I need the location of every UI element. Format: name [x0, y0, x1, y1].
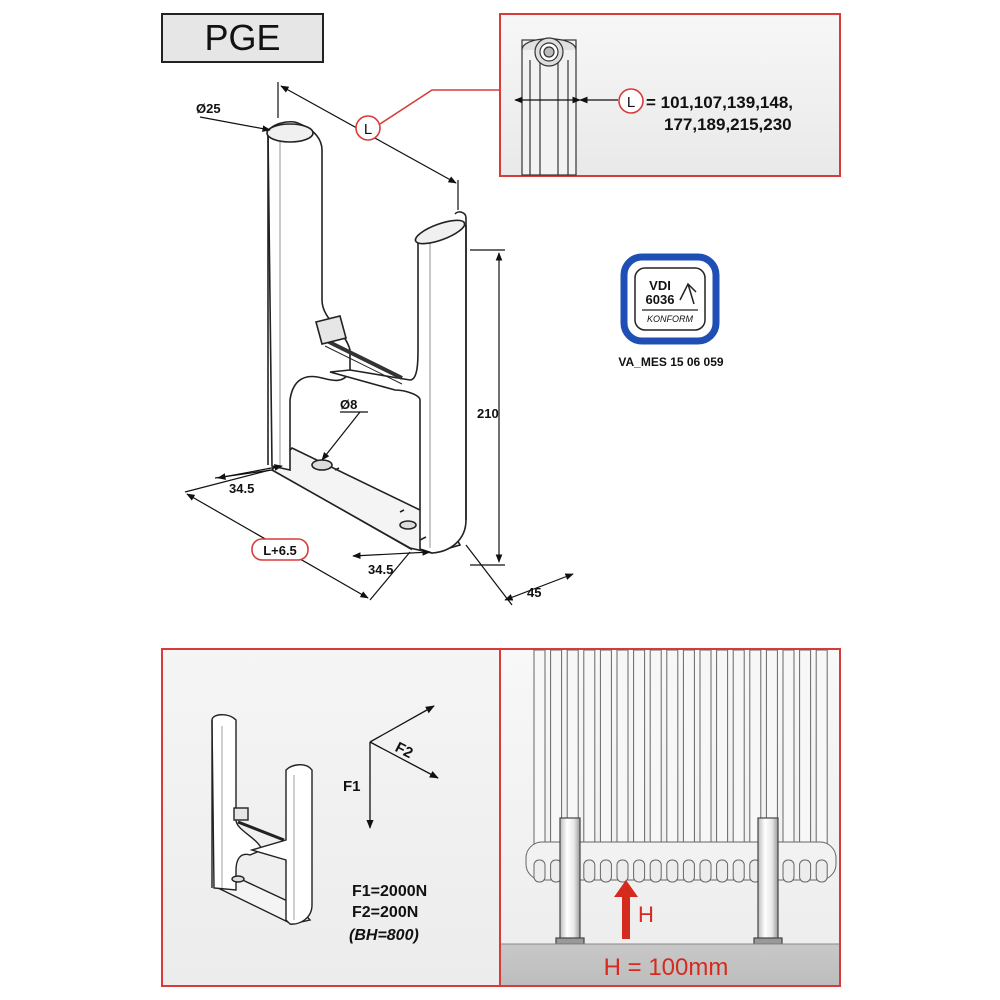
radiator-column — [583, 649, 596, 851]
radiator-column — [716, 649, 729, 851]
f2-value: F2=200N — [352, 904, 418, 921]
L-marker-text: L — [364, 121, 372, 138]
L-values-line1: = 101,107,139,148, — [646, 93, 793, 112]
radiator-column — [815, 649, 828, 851]
bracket-small-drawing — [211, 714, 313, 925]
support-legs — [555, 817, 783, 945]
vdi-badge-line3: KONFORM — [647, 314, 694, 324]
h-label: H — [638, 902, 654, 927]
radiator-column — [799, 649, 812, 851]
radiator-column — [666, 649, 679, 851]
diameter-tube-label: Ø25 — [196, 101, 221, 116]
radiator-column — [533, 649, 546, 851]
floor — [501, 944, 839, 985]
vdi-badge — [620, 253, 720, 345]
radiator-column-end — [599, 859, 612, 883]
radiator-column — [649, 649, 662, 851]
L-marker-main — [355, 89, 500, 141]
radiator-column-end — [782, 859, 795, 883]
radiator-top-view — [514, 37, 618, 176]
vdi-badge-line1: VDI — [649, 278, 671, 293]
f1-label: F1 — [343, 778, 361, 795]
certification-code: VA_MES 15 06 059 — [618, 355, 724, 369]
radiator-column-end — [699, 859, 712, 883]
radiator-column-end — [732, 859, 745, 883]
h-value: H = 100mm — [604, 954, 729, 981]
dimension-lines — [184, 82, 574, 606]
length-label-oval — [251, 538, 309, 561]
radiator-column — [633, 649, 646, 851]
radiator-column-end — [616, 859, 629, 883]
radiator-column-end — [633, 859, 646, 883]
L-marker-detail-text: L — [627, 94, 635, 111]
depth-right-label: 34.5 — [368, 562, 393, 577]
radiator-column-end — [649, 859, 662, 883]
radiator-column — [616, 649, 629, 851]
radiator-column — [782, 649, 795, 851]
f2-label: F2 — [392, 739, 415, 762]
radiator-column-end — [583, 859, 596, 883]
h-arrow-icon — [614, 880, 638, 939]
radiator-column — [699, 649, 712, 851]
force-arrows — [366, 705, 439, 829]
bracket-main-drawing — [266, 120, 467, 554]
diameter-rod-label: Ø8 — [340, 397, 357, 412]
radiator-column — [732, 649, 745, 851]
vdi-badge-line2: 6036 — [646, 292, 675, 307]
title-box: PGE — [161, 13, 324, 63]
L-values-line2: 177,189,215,230 — [664, 115, 792, 134]
radiator-column-end — [682, 859, 695, 883]
bh-note: (BH=800) — [349, 927, 419, 944]
f1-value: F1=2000N — [352, 883, 427, 900]
radiator-column-end — [666, 859, 679, 883]
page-title: PGE — [204, 17, 281, 58]
radiator-column-end — [716, 859, 729, 883]
width-label: 45 — [527, 585, 541, 600]
vdi-arrow-icon — [679, 282, 697, 305]
radiator-column — [599, 649, 612, 851]
radiator-column-end — [815, 859, 828, 883]
L-marker-detail — [618, 88, 644, 114]
radiator-column-end — [533, 859, 546, 883]
length-label: L+6.5 — [263, 543, 297, 558]
radiator-column-end — [799, 859, 812, 883]
radiator-column — [682, 649, 695, 851]
height-label: 210 — [477, 406, 499, 421]
depth-left-label: 34.5 — [229, 481, 254, 496]
